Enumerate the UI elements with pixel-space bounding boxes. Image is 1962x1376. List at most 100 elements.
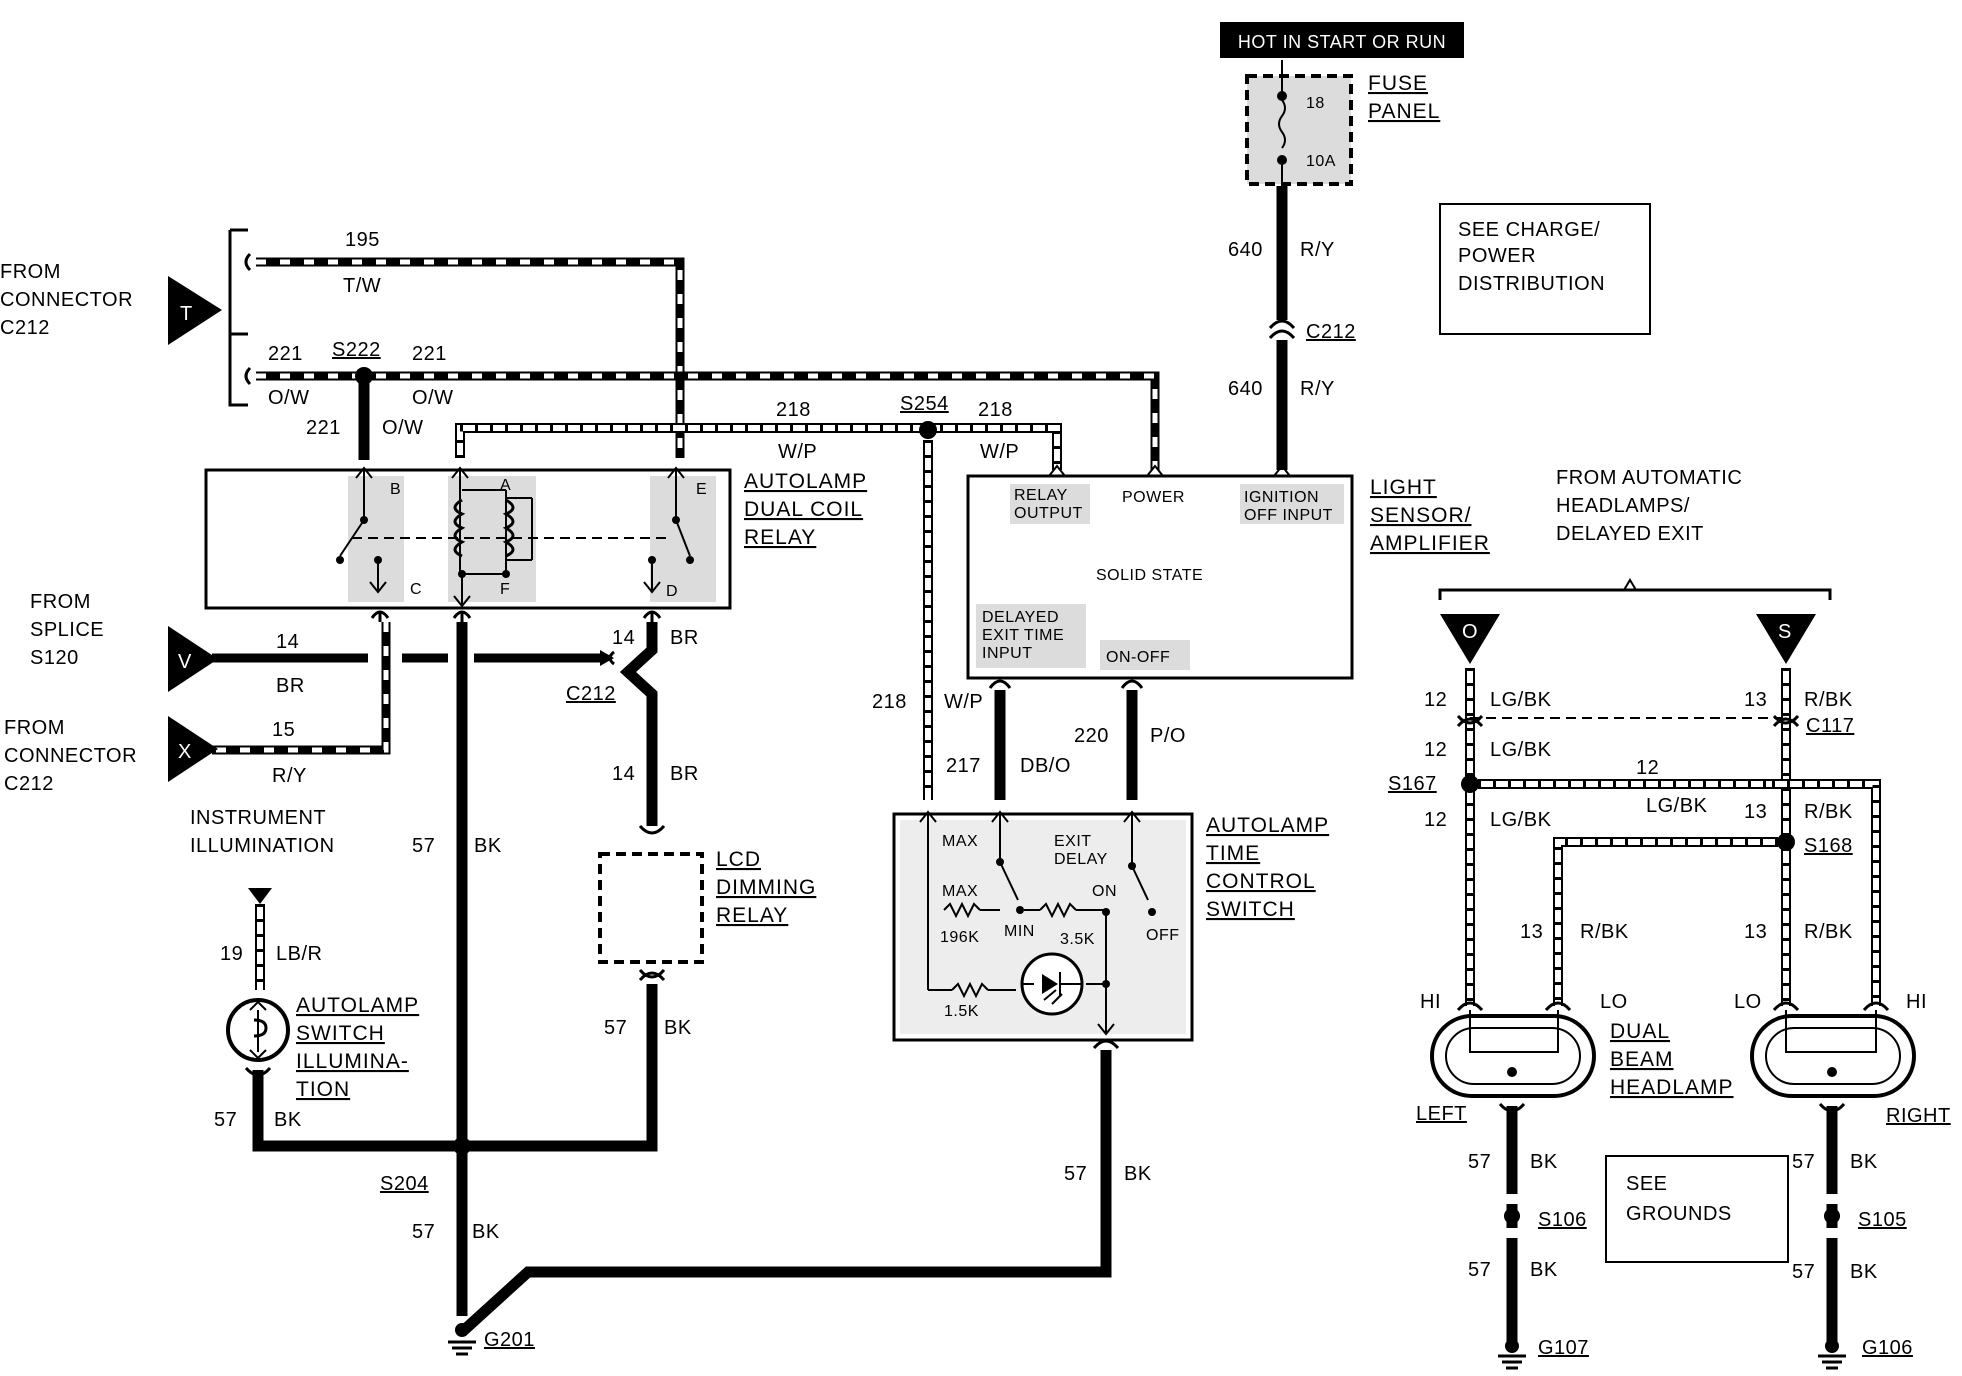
wire-221-color-c: O/W [382,417,424,439]
splice-s222-label: S222 [332,339,381,361]
wire-218-color-c: W/P [944,691,983,713]
wire-221-num-c: 221 [306,417,341,439]
wire-19-num: 19 [220,943,243,965]
wire-57-num-illum: 57 [214,1109,237,1131]
wire-640-color-2: R/Y [1300,378,1335,400]
wire-13-num-b: 13 [1744,801,1767,823]
svg-text:T: T [180,303,193,325]
wire-13-color-d: R/BK [1804,921,1853,943]
splice-s167-label: S167 [1388,773,1437,795]
svg-text:EXIT: EXIT [1054,833,1092,850]
ground-g201 [448,1323,476,1356]
from-splice-v-2: SPLICE [30,619,104,641]
splice-s204-label: S204 [380,1173,429,1195]
wire-12-color-b: LG/BK [1490,739,1552,761]
splice-s168-label: S168 [1804,835,1853,857]
lcd-relay-title-2: DIMMING [716,876,816,899]
wire-12-num-d: 12 [1424,809,1447,831]
svg-text:SEE CHARGE/: SEE CHARGE/ [1458,219,1600,241]
switch-illum-title-3: ILLUMINA- [296,1050,409,1073]
splice-s106-label: S106 [1538,1209,1587,1231]
fuse-panel-label: FUSE [1368,72,1428,95]
svg-text:D: D [666,583,678,600]
splice-s167 [1461,775,1479,793]
svg-text:C: C [410,581,422,598]
wire-218 [455,423,1062,470]
switch-illum-title-4: TION [296,1078,350,1101]
switch-title-4: SWITCH [1206,898,1295,921]
wire-13-color-a: R/BK [1804,689,1853,711]
right-headlamp [1750,1001,1916,1098]
auto-headlamps-3: DELAYED EXIT [1556,523,1704,545]
note-charge-power: SEE CHARGE/ POWER DISTRIBUTION [1439,203,1651,335]
ground-g106 [1818,1339,1846,1370]
light-sensor-amplifier: RELAY OUTPUT POWER IGNITION OFF INPUT SO… [966,464,1354,680]
from-splice-v-3: S120 [30,647,79,669]
wire-13-color-b: R/BK [1804,801,1853,823]
instrument-illumination-2: ILLUMINATION [190,835,335,857]
wire-57-color-switch: BK [1124,1163,1152,1185]
instrument-illumination-1: INSTRUMENT [190,807,326,829]
wire-12-color-c: LG/BK [1646,795,1708,817]
sensor-title-1: LIGHT [1370,476,1437,499]
wire-221-num-b: 221 [412,343,447,365]
connector-c212-label-a: C212 [566,683,616,705]
wire-220-color: P/O [1150,725,1186,747]
connector-t: T [168,228,248,407]
from-connector-t-3: C212 [0,317,50,339]
svg-text:O: O [1462,621,1478,643]
instrument-feed-arrow [248,888,272,904]
wire-220-num: 220 [1074,725,1109,747]
svg-text:INPUT: INPUT [982,645,1033,662]
fuse-rating: 10A [1306,153,1336,170]
svg-text:MAX: MAX [942,883,978,900]
svg-text:E: E [696,481,707,498]
ground-g107 [1498,1339,1526,1370]
wire-57-color-s204: BK [472,1221,500,1243]
svg-text:POWER: POWER [1458,245,1536,267]
from-connector-x-1: FROM [4,717,65,739]
wire-57-num-left-a: 57 [1468,1151,1491,1173]
svg-text:DELAY: DELAY [1054,851,1108,868]
splice-s106 [1504,1208,1520,1224]
headlamp-bracket [1438,588,1832,600]
connector-v: V [168,626,218,692]
connector-s: S [1756,614,1816,664]
svg-text:GROUNDS: GROUNDS [1626,1203,1732,1225]
svg-text:V: V [178,651,192,673]
switch-title-1: AUTOLAMP [1206,814,1329,837]
wire-57-num-s204: 57 [412,1221,435,1243]
splice-s254 [919,421,937,439]
svg-text:MIN: MIN [1004,923,1035,940]
wire-14-num-b: 14 [612,763,635,785]
hot-label: HOT IN START OR RUN [1220,22,1464,58]
svg-text:DELAYED: DELAYED [982,609,1059,626]
auto-headlamps-1: FROM AUTOMATIC [1556,467,1742,489]
svg-text:MAX: MAX [942,833,978,850]
relay-title-2: DUAL COIL [744,498,863,521]
lcd-dimming-relay [598,852,704,964]
splice-s204 [453,1137,471,1155]
svg-text:OUTPUT: OUTPUT [1014,505,1083,522]
wire-640-num-2: 640 [1228,378,1263,400]
time-control-switch: MAX MAX EXIT DELAY ON OFF MIN 196K 3.5K … [892,810,1194,1042]
svg-text:RELAY: RELAY [1014,487,1068,504]
connector-x: X [168,716,218,782]
connector-c212-label-b: C212 [1306,321,1356,343]
wire-12-num-b: 12 [1424,739,1447,761]
wire-57-num-right-b: 57 [1792,1261,1815,1283]
wire-217-num: 217 [946,755,981,777]
wire-14-num-a: 14 [612,627,635,649]
from-connector-x-2: CONNECTOR [4,745,137,767]
wire-57-num-switch: 57 [1064,1163,1087,1185]
svg-text:3.5K: 3.5K [1060,931,1095,948]
wire-57-color-main: BK [474,835,502,857]
fuse-panel: 18 10A [1245,60,1353,190]
note-grounds: SEE GROUNDS [1605,1155,1789,1263]
lcd-relay-title-1: LCD [716,848,761,871]
from-connector-t-1: FROM [0,261,61,283]
switch-illum-title-2: SWITCH [296,1022,385,1045]
wire-221-color-a: O/W [268,387,310,409]
dual-coil-relay: B A E C F D [204,466,732,610]
fuse-panel-label-2: PANEL [1368,100,1440,123]
